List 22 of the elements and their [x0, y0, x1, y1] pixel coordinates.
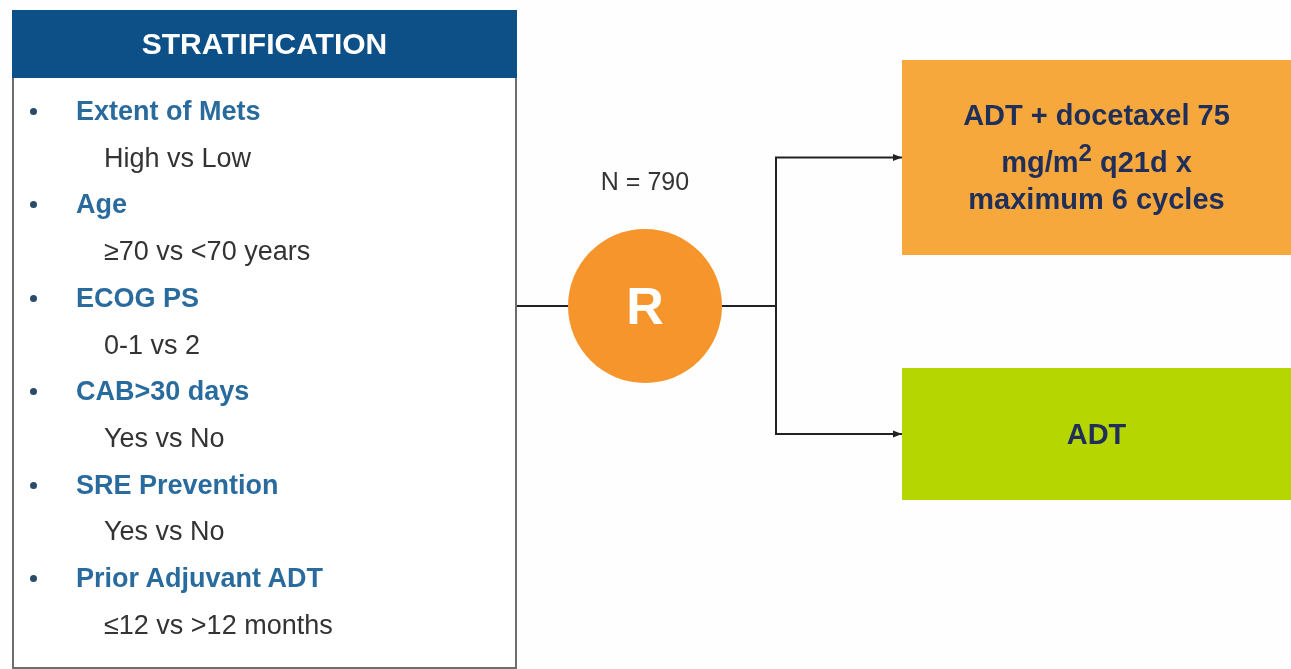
connector-line — [516, 305, 569, 307]
factor-name: Prior Adjuvant ADT — [76, 562, 323, 595]
circle-label: R — [626, 276, 664, 336]
factor-name: SRE Prevention — [76, 468, 279, 502]
factor-name: Extent of Mets — [76, 95, 261, 128]
factor-name: CAB>30 days — [76, 375, 250, 409]
factor-levels: Yes vs No — [104, 421, 225, 455]
arm-label: ADT + docetaxel 75 mg/m$^{2}$ q21d x maximum 6 cycles — [962, 98, 1231, 217]
factor-levels: ≥70 vs <70 years — [104, 235, 311, 269]
arm-label: ADT — [1066, 416, 1127, 452]
panel-heading: STRATIFICATION — [12, 10, 517, 78]
treatment-arm-box — [902, 60, 1291, 255]
factor-levels: 0-1 vs 2 — [104, 328, 201, 362]
factor-levels: Yes vs No — [104, 515, 225, 549]
factor-levels: High vs Low — [104, 141, 252, 175]
factor-name: Age — [76, 188, 127, 222]
treatment-arm-box — [902, 368, 1291, 500]
arrow — [721, 305, 903, 438]
factor-levels: ≤12 vs >12 months — [104, 608, 333, 642]
sample-size-label: N = 790 — [600, 167, 690, 196]
stratification-panel — [12, 10, 517, 669]
factor-name: ECOG PS — [76, 281, 200, 315]
